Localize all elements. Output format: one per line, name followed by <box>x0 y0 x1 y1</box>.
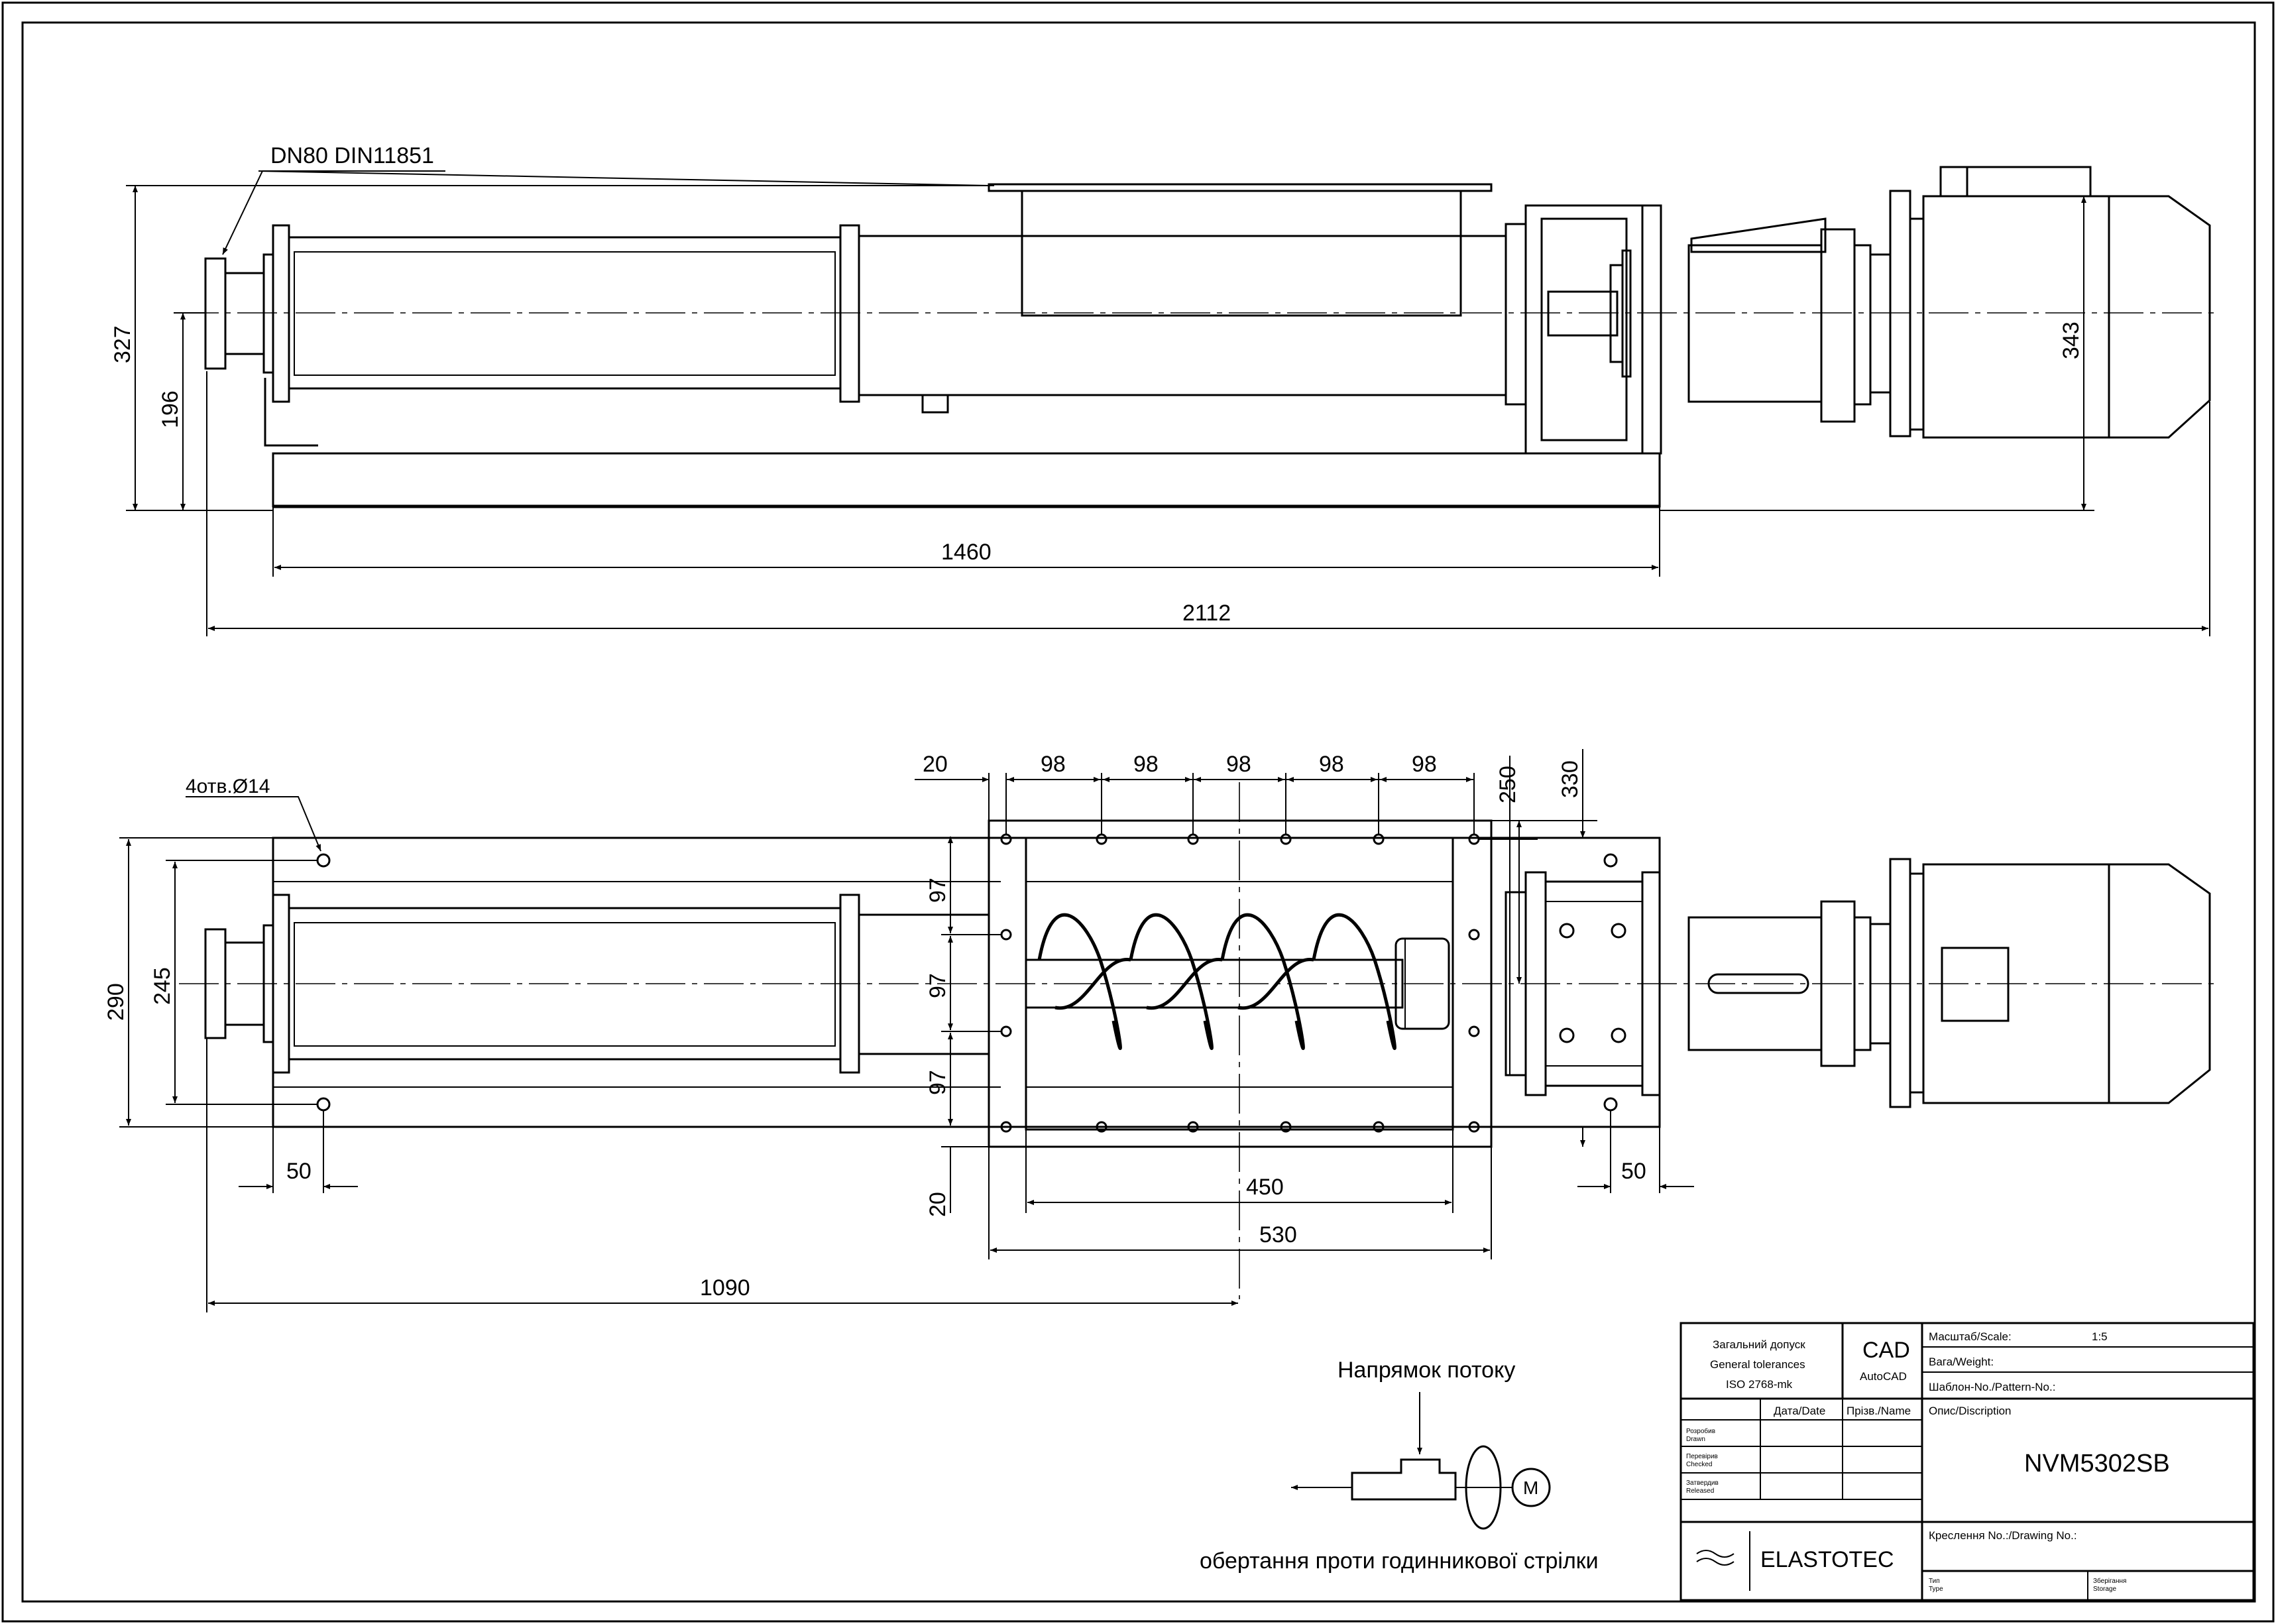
row-released-en: Released <box>1686 1487 1714 1495</box>
type-ua: Тип <box>1929 1578 1940 1585</box>
dim-1090: 1090 <box>700 1275 750 1301</box>
dim-530: 530 <box>1259 1222 1297 1247</box>
holes-label: 4отв.Ø14 <box>186 776 270 797</box>
storage-en: Storage <box>2093 1586 2116 1593</box>
dim-290: 290 <box>103 983 129 1021</box>
description-label: Опис/Discription <box>1929 1405 2012 1417</box>
dim-330: 330 <box>1558 760 1583 798</box>
dim-245: 245 <box>150 967 175 1005</box>
dim-343: 343 <box>2059 321 2084 359</box>
name-header: Прізв./Name <box>1847 1405 1911 1417</box>
dim-50-left: 50 <box>286 1159 312 1184</box>
dim-450: 450 <box>1246 1175 1284 1200</box>
feed-screw <box>1025 913 1450 1050</box>
dim-97-1: 97 <box>925 878 950 903</box>
side-view: DN80 DIN11851 327 196 343 1460 2112 <box>110 143 2220 636</box>
storage-ua: Зберігання <box>2093 1577 2126 1585</box>
date-header: Дата/Date <box>1774 1405 1825 1417</box>
dim-20-bottom: 20 <box>925 1192 950 1217</box>
dim-pitch-4: 98 <box>1319 752 1344 777</box>
title-block: Загальний допуск General tolerances ISO … <box>1679 1322 2255 1601</box>
product-code: NVM5302SB <box>2024 1450 2170 1478</box>
tolerances-ua: Загальний допуск <box>1713 1338 1805 1351</box>
tolerances-en: General tolerances <box>1710 1358 1805 1371</box>
row-drawn-en: Drawn <box>1686 1436 1705 1443</box>
flow-direction-label: Напрямок потоку <box>1337 1358 1515 1383</box>
dim-97-3: 97 <box>925 1070 950 1095</box>
drawing-number-label: Креслення No.:/Drawing No.: <box>1929 1529 2077 1542</box>
company-logo-icon <box>1696 1550 1735 1566</box>
row-checked-en: Checked <box>1686 1461 1712 1468</box>
dim-pitch-3: 98 <box>1226 752 1251 777</box>
dim-20-top: 20 <box>923 752 948 777</box>
dim-2112: 2112 <box>1182 601 1231 626</box>
dim-97-2: 97 <box>925 973 950 998</box>
rotation-label: обертання проти годинникової стрілки <box>1200 1548 1599 1574</box>
cad-label: CAD <box>1862 1338 1910 1363</box>
scale-label: Масштаб/Scale: <box>1929 1330 2012 1343</box>
dim-1460: 1460 <box>941 540 992 565</box>
drawing-frame <box>21 21 2256 1603</box>
weight-label: Вага/Weight: <box>1929 1356 1994 1368</box>
top-view: 4отв.Ø14 20 98 98 98 98 98 250 330 <box>103 749 2220 1312</box>
dim-327: 327 <box>110 325 135 363</box>
cad-app: AutoCAD <box>1860 1370 1907 1383</box>
row-drawn-ua: Розробив <box>1686 1427 1715 1435</box>
company-name: ELASTOTEC <box>1760 1547 1894 1572</box>
dim-pitch-2: 98 <box>1133 752 1159 777</box>
dim-50-right: 50 <box>1621 1159 1646 1184</box>
flow-direction-symbol: Напрямок потоку M обертання проти годинн… <box>1200 1358 1599 1574</box>
scale-value: 1:5 <box>2092 1330 2108 1343</box>
type-en: Type <box>1929 1586 1943 1593</box>
pattern-label: Шаблон-No./Pattern-No.: <box>1929 1381 2055 1393</box>
row-checked-ua: Перевірив <box>1686 1453 1718 1460</box>
flange-label: DN80 DIN11851 <box>270 143 434 168</box>
row-released-ua: Затвердив <box>1686 1479 1719 1487</box>
tolerances-std: ISO 2768-mk <box>1726 1378 1793 1391</box>
dim-250: 250 <box>1495 766 1520 803</box>
dim-pitch-1: 98 <box>1041 752 1066 777</box>
dim-pitch-5: 98 <box>1412 752 1437 777</box>
motor-symbol: M <box>1523 1478 1538 1498</box>
dim-196: 196 <box>158 390 183 428</box>
